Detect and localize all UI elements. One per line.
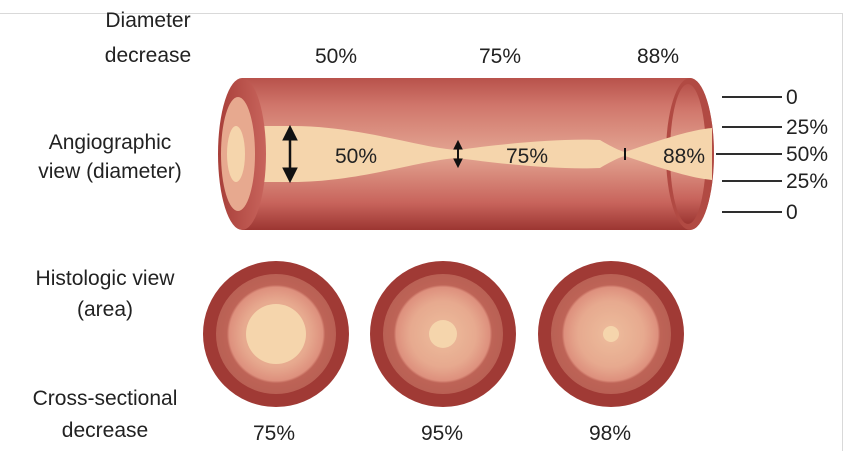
scale-tick-label: 50% <box>786 143 828 166</box>
scale-lines <box>716 97 782 212</box>
scale-tick-label: 0 <box>786 86 798 109</box>
scale-tick-label: 0 <box>786 201 798 224</box>
vessel-opening-lumen <box>227 126 245 182</box>
scale-tick-label: 25% <box>786 170 828 193</box>
lumen-label: 88% <box>663 145 705 168</box>
cross-section-95 <box>370 261 516 407</box>
cross-section-lumen <box>603 326 619 342</box>
lumen-label: 50% <box>335 145 377 168</box>
cross-section-lumen <box>246 304 306 364</box>
cross-section-lumen <box>429 320 457 348</box>
scale-tick-label: 25% <box>786 116 828 139</box>
cross-section-75 <box>203 261 349 407</box>
cross-section-98 <box>538 261 684 407</box>
lumen-label: 75% <box>506 145 548 168</box>
